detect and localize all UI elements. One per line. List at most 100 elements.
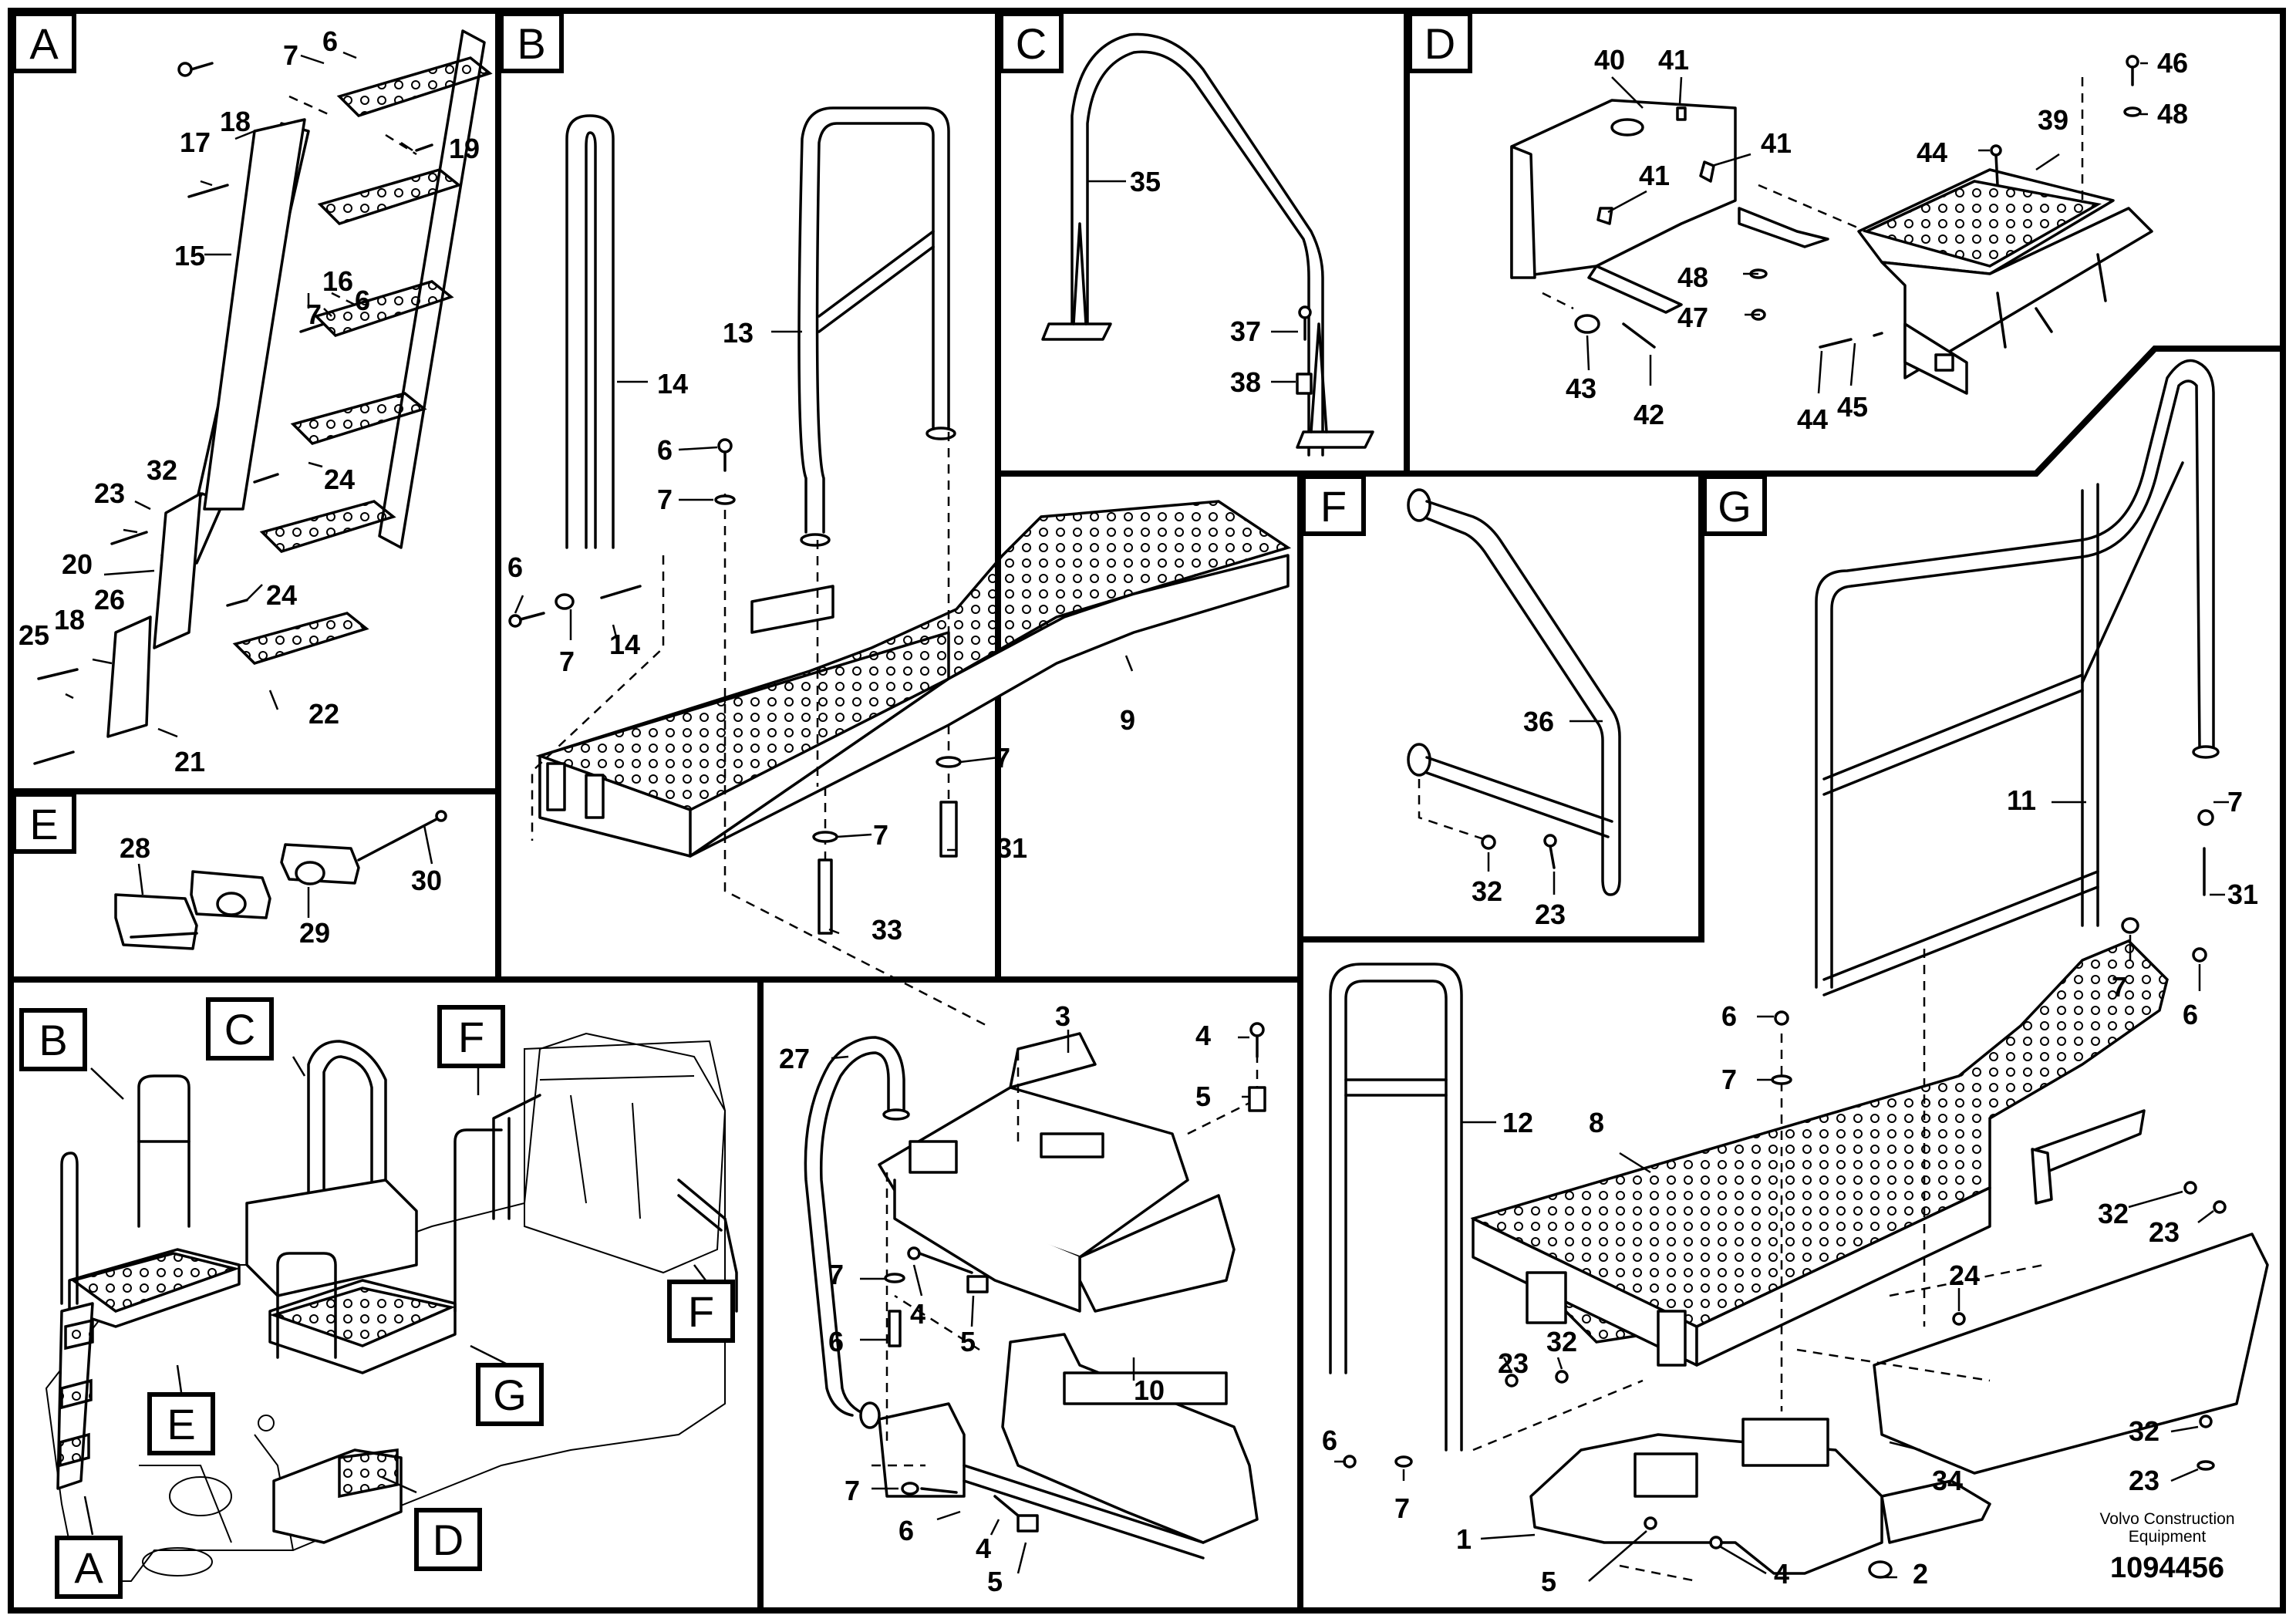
callout-d-39: 39 [2038,104,2068,136]
overview-frame [8,976,764,1614]
panel-label-b: B [517,19,545,68]
overview-callout-a: A [74,1543,103,1592]
callout-g-32: 32 [2098,1198,2129,1229]
callout-h-27: 27 [779,1043,810,1074]
overview-callout-g-box [476,1363,544,1426]
brand-line-2: Equipment [2129,1528,2207,1546]
overview-callout-f2-box [667,1280,735,1343]
callout-h-10: 10 [1134,1374,1165,1406]
callout-h-3: 3 [1055,1000,1070,1032]
panel-label-g: G [1718,482,1752,531]
panel-label-c: C [1016,19,1047,68]
callout-b-14: 14 [657,368,688,400]
overview-callout-a-box [55,1536,123,1599]
panel-frames [8,8,2286,1614]
callout-d-40: 40 [1594,44,1625,76]
callout-c-38: 38 [1230,366,1261,398]
callout-a-26: 26 [94,584,125,615]
panel-g-platform: 11 7 31 7 6 6 7 12 8 32 23 24 23 32 6 7 … [1322,359,2269,1597]
callout-e-30: 30 [411,865,442,896]
callout-b-7: 7 [657,484,673,515]
panel-h-brackets: 27 3 4 5 7 4 5 6 10 7 6 4 5 [779,1000,1266,1597]
callout-h-6: 6 [828,1326,844,1357]
callout-a-6b: 6 [355,285,370,316]
overview-callout-f1: F [458,1013,484,1061]
panel-c-rail: 35 37 38 [1041,32,1374,457]
callout-h-4b: 4 [910,1298,925,1330]
callout-a-22: 22 [308,698,339,730]
callout-a-15: 15 [174,240,205,271]
overview-callout-b-box [19,1008,87,1071]
overview-callout-c-box [206,997,274,1061]
callout-c-37: 37 [1230,315,1261,347]
callout-a-21: 21 [174,746,205,777]
overview-callout-f1-box [437,1005,505,1068]
panel-label-d: D [1424,19,1455,68]
callout-h-4: 4 [1195,1020,1211,1051]
callout-g-8: 8 [1589,1107,1604,1138]
callout-g-7: 7 [2227,786,2243,818]
callout-f-36: 36 [1523,706,1554,737]
callout-a-25: 25 [19,619,49,651]
callout-g-23: 23 [2149,1216,2180,1248]
callout-h-5c: 5 [987,1566,1003,1597]
callout-b-9: 9 [1120,704,1135,736]
callout-a-20: 20 [62,548,93,580]
panel-label-a: A [29,19,59,68]
callout-b-31: 31 [996,832,1027,864]
callout-g-24: 24 [1949,1259,1980,1291]
callout-a-16: 16 [322,265,353,297]
callout-g-11: 11 [2007,784,2036,816]
callout-a-24b: 24 [266,579,297,611]
callout-b-13: 13 [723,317,754,349]
callout-a-32: 32 [147,454,177,486]
overview-callout-d: D [433,1516,464,1564]
callout-a-7: 7 [283,39,298,71]
callout-d-48: 48 [2157,98,2188,130]
callout-b-7b: 7 [559,646,575,677]
overview-callout-e: E [167,1400,195,1448]
callout-h-5b: 5 [960,1326,976,1357]
panel-b-platform: 14 13 6 7 6 7 14 9 7 7 31 33 [507,106,1292,1027]
callout-d-46: 46 [2157,47,2188,79]
panel-d-toolbox: 40 41 41 41 46 48 44 39 48 47 43 42 44 4… [1510,44,2188,435]
callout-h-5: 5 [1195,1081,1211,1112]
callout-g-6: 6 [2183,999,2198,1030]
overview-callout-e-box [147,1392,215,1455]
overview-callout-c: C [224,1005,255,1054]
callout-d-47: 47 [1677,302,1708,333]
callout-g-2: 2 [1913,1558,1928,1590]
brand-line-1: Volvo Construction [2099,1510,2234,1528]
callout-g-23c: 23 [2129,1465,2159,1496]
callout-g-6b: 6 [1721,1000,1737,1032]
overview-callout-d-box [414,1508,482,1571]
callout-d-45: 45 [1837,391,1868,423]
callout-g-23b: 23 [1498,1347,1529,1379]
overview-machine: B C F F G E D A [19,997,738,1599]
callout-d-43: 43 [1566,373,1596,404]
callout-g-32c: 32 [2129,1415,2159,1447]
callout-b-7c: 7 [873,819,888,851]
doc-number: 1094456 [2110,1552,2224,1584]
overview-callout-b: B [39,1016,67,1064]
overview-callout-f2: F [688,1287,714,1336]
callout-c-35: 35 [1130,166,1161,197]
panel-label-f: F [1320,482,1347,531]
callout-d-44: 44 [1917,137,1947,168]
callout-g-12: 12 [1502,1107,1533,1138]
callout-d-41c: 41 [1639,160,1670,191]
callout-b-6: 6 [657,434,673,466]
callout-f-32: 32 [1472,875,1502,907]
panel-a-ladder: 7 6 18 17 19 15 16 7 6 23 32 24 20 26 18… [19,25,493,777]
callout-a-24: 24 [324,464,355,495]
panel-e-parts: 28 30 29 [114,810,447,950]
callout-a-23: 23 [94,477,125,509]
callout-b-33: 33 [872,914,902,946]
callout-d-44b: 44 [1797,403,1828,435]
panel-labels: A B C D E F G [12,12,1767,854]
callout-a-6: 6 [322,25,338,57]
callout-g-31: 31 [2227,878,2258,910]
callout-d-42: 42 [1633,399,1664,430]
callout-g-4: 4 [1774,1558,1789,1590]
